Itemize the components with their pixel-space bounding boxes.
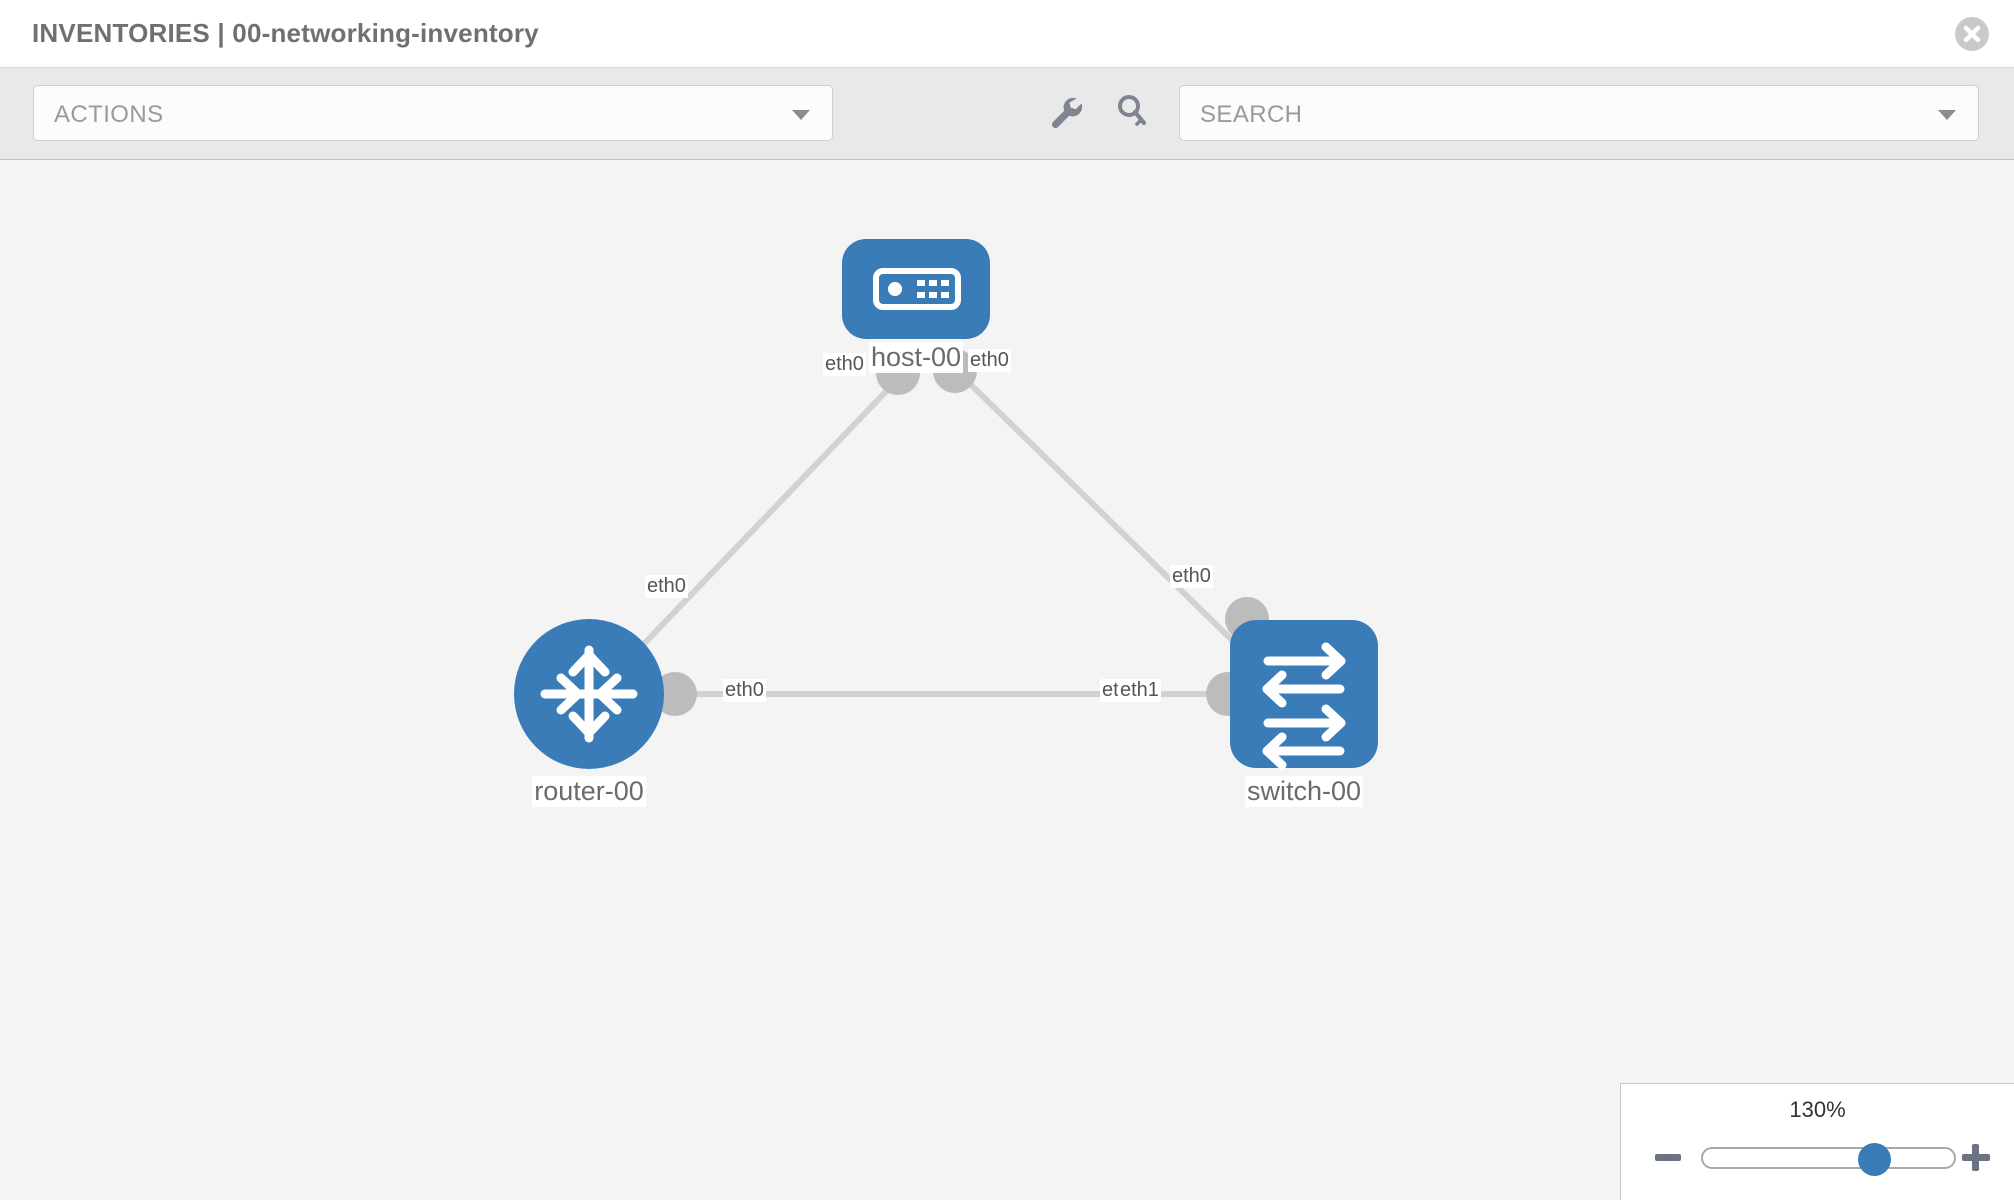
edge-label-switch00-up: eth0	[1170, 565, 1213, 588]
toolbar: ACTIONS SEARCH	[0, 68, 2014, 160]
topology-canvas[interactable]: host-00 router-00 switch-00 eth0 eth0 et…	[0, 161, 2014, 1200]
edge-label-router00-up: eth0	[645, 575, 688, 598]
edge-label-host00-left: eth0	[823, 353, 866, 376]
zoom-control-panel: 130%	[1620, 1083, 2014, 1200]
connector-router00-right	[653, 672, 697, 716]
router-arrows-icon	[540, 645, 638, 743]
edges-layer	[637, 374, 1240, 697]
zoom-slider[interactable]	[1701, 1143, 1956, 1176]
connectors-layer	[653, 349, 1269, 716]
page-title: INVENTORIES | 00-networking-inventory	[32, 18, 539, 48]
key-icon[interactable]	[1110, 90, 1154, 134]
node-router-00	[514, 619, 664, 769]
node-host-00	[842, 239, 990, 339]
node-label-switch-00: switch-00	[1244, 776, 1364, 807]
zoom-level-value: 130%	[1789, 1097, 1846, 1122]
switch-arrows-icon	[1262, 642, 1346, 770]
close-icon[interactable]	[1954, 16, 1990, 52]
plus-icon[interactable]	[1958, 1140, 1992, 1174]
wrench-icon[interactable]	[1044, 90, 1088, 134]
node-label-host-00: host-00	[868, 342, 964, 373]
page-header: INVENTORIES | 00-networking-inventory	[0, 0, 2014, 68]
edge-label-switch00-left: eth1	[1118, 679, 1161, 702]
minus-icon[interactable]	[1651, 1140, 1685, 1174]
zoom-slider-row	[1621, 1140, 2014, 1180]
chevron-down-icon[interactable]	[1938, 110, 1956, 120]
actions-dropdown[interactable]: ACTIONS	[33, 85, 833, 141]
chevron-down-icon	[792, 110, 810, 120]
zoom-slider-handle[interactable]	[1857, 1143, 1891, 1176]
edge-host00-router00	[637, 376, 901, 651]
actions-dropdown-label: ACTIONS	[54, 101, 164, 128]
search-placeholder: SEARCH	[1200, 101, 1303, 128]
edge-host00-switch00	[960, 374, 1240, 648]
node-label-router-00: router-00	[532, 776, 646, 807]
edge-label-router00-right: eth0	[723, 679, 766, 702]
edge-label-host00-right: eth0	[968, 349, 1011, 372]
node-switch-00	[1230, 620, 1378, 770]
topology-graph	[514, 239, 1378, 770]
server-icon	[873, 268, 961, 310]
search-input[interactable]: SEARCH	[1179, 85, 1979, 141]
